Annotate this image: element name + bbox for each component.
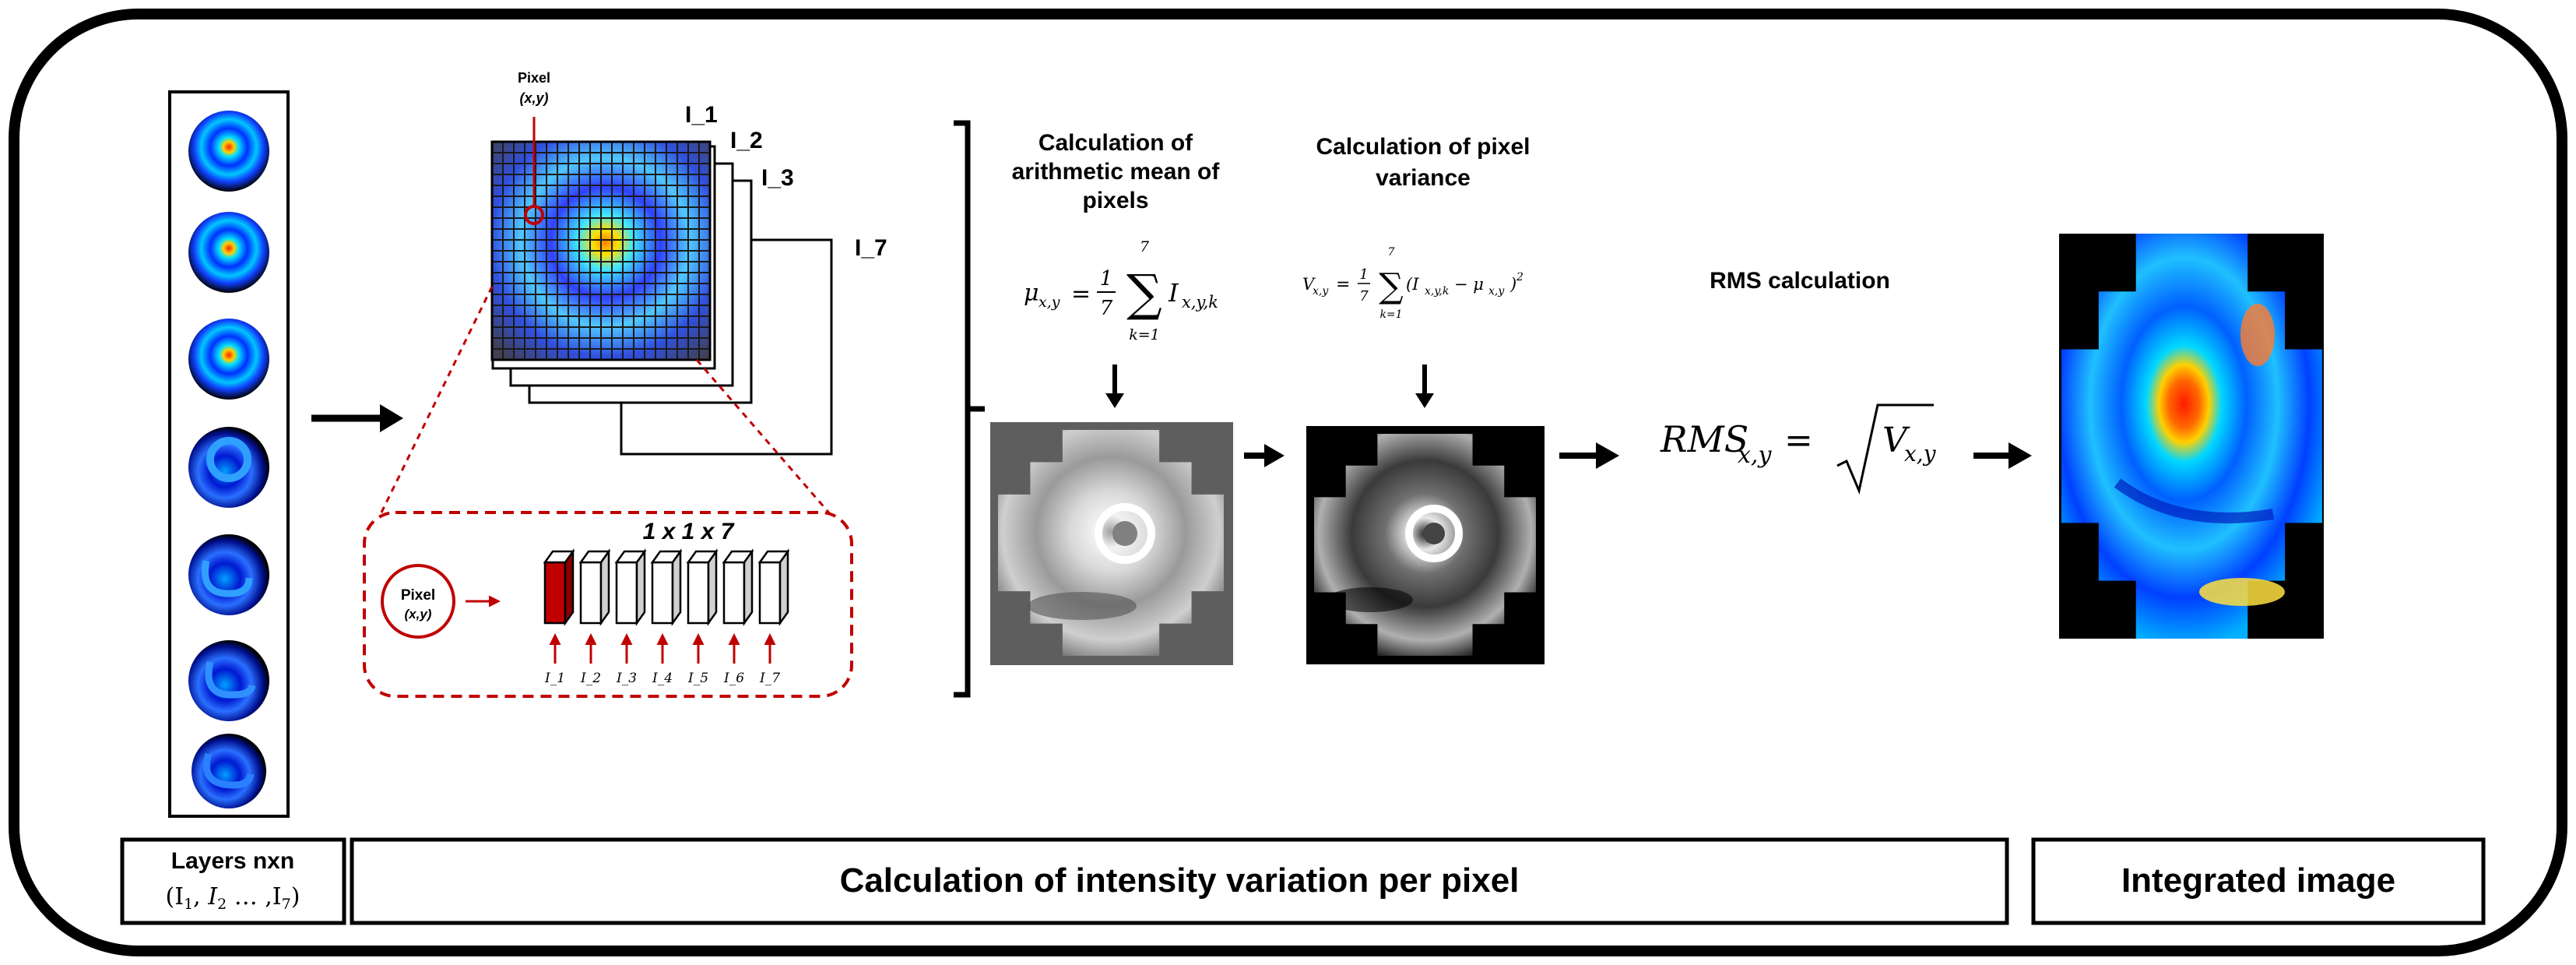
svg-text:x,y: x,y	[1488, 285, 1505, 298]
svg-text:x,y: x,y	[1038, 294, 1060, 311]
vector-cell-label-4: I_4	[652, 671, 673, 686]
svg-text:): )	[1509, 275, 1516, 294]
svg-text:1: 1	[1359, 266, 1368, 283]
footer-output: Integrated image	[2031, 837, 2486, 925]
svg-text:x,y: x,y	[1738, 442, 1772, 469]
arrow-mean-to-variance	[1244, 444, 1284, 467]
pixel-grid-lines	[492, 142, 710, 360]
layer-thumbnail-5	[188, 534, 269, 615]
svg-text:∑: ∑	[1126, 265, 1162, 322]
footer-layers: Layers nxn (I1, I2 … ,I7)	[120, 837, 346, 925]
variance-formula: V x,y = 1 7 7 ∑ k=1 (I x,y,k − μ x,y ) 2	[1302, 246, 1523, 321]
vector-pixel-coord: (x,y)	[405, 607, 432, 622]
vector-cell-label-2: I_2	[580, 671, 601, 686]
arrow-rms-to-integrated	[1973, 442, 2032, 469]
mean-block: Calculation of arithmetic mean of pixels…	[990, 130, 1233, 665]
vector-cell-5: I_5	[686, 548, 719, 686]
integrated-image	[2059, 234, 2324, 639]
vector-cell-label-6: I_6	[723, 671, 744, 686]
rms-block: RMS calculation RMS x,y = V x,y	[1660, 268, 1937, 495]
svg-text:=: =	[1784, 421, 1813, 460]
svg-text:x,y: x,y	[1904, 441, 1937, 467]
pixel-vector-detail: 1 x 1 x 7 Pixel (x,y) I_1 I_2 I_3 I_4 I_5 I_6…	[363, 511, 853, 698]
svg-text:7: 7	[1140, 238, 1150, 255]
svg-text:V: V	[1882, 421, 1910, 460]
stack-pixel-label: Pixel	[518, 70, 550, 86]
svg-text:− μ: − μ	[1454, 275, 1484, 294]
rms-formula: RMS x,y = V x,y	[1660, 403, 1937, 495]
svg-text:RMS: RMS	[1660, 418, 1748, 460]
variance-title-line1: Calculation of pixel	[1316, 134, 1530, 160]
mean-title-line3: pixels	[1082, 188, 1148, 213]
svg-text:V: V	[1302, 275, 1316, 294]
svg-text:I: I	[1168, 278, 1179, 308]
layer-label-3: I_3	[761, 165, 794, 191]
svg-text:=: =	[1336, 275, 1350, 294]
svg-text:(I: (I	[1406, 275, 1419, 294]
layers-sequence: (I1, I2 … ,I7)	[166, 883, 300, 913]
vector-cell-1: I_1	[543, 548, 575, 686]
svg-text:x,y,k: x,y,k	[1425, 285, 1449, 298]
arrow-layers-to-stack	[311, 404, 403, 432]
vector-cell-label-7: I_7	[759, 671, 780, 686]
stack-pixel-coord: (x,y)	[519, 90, 548, 106]
layer-thumbnail-6	[188, 640, 269, 721]
footer-process: Calculation of intensity variation per p…	[350, 837, 2009, 925]
vector-cell-3: I_3	[614, 548, 647, 686]
layer-thumbnails	[185, 107, 272, 808]
vector-cell-label-5: I_5	[687, 671, 708, 686]
svg-text:2: 2	[1516, 271, 1523, 284]
layers-box-label: Layers nxn	[171, 848, 294, 874]
layer-thumbnail-2	[185, 209, 272, 296]
zoom-line-left	[378, 286, 494, 516]
layer-thumbnail-7	[192, 734, 266, 808]
layer-thumbnail-1	[185, 107, 272, 195]
svg-text:7: 7	[1100, 297, 1113, 320]
outer-frame	[9, 9, 2567, 956]
output-label: Integrated image	[2121, 861, 2395, 900]
arrow-variance-to-rms	[1559, 442, 1619, 469]
svg-text:k=1: k=1	[1129, 326, 1160, 343]
svg-text:μ: μ	[1024, 280, 1039, 307]
vector-cell-6: I_6	[722, 548, 754, 686]
svg-text:7: 7	[1388, 246, 1395, 259]
svg-text:x,y: x,y	[1313, 285, 1329, 298]
mean-formula: μ x,y = 1 7 7 ∑ k=1 I x,y,k	[1024, 238, 1218, 343]
svg-text:x,y,k: x,y,k	[1182, 293, 1218, 312]
vector-cell-label-1: I_1	[544, 671, 565, 686]
mean-title-line1: Calculation of	[1038, 130, 1193, 156]
vector-pixel-circle	[381, 564, 455, 639]
mean-image	[990, 422, 1233, 665]
svg-text:=: =	[1071, 280, 1091, 308]
process-label: Calculation of intensity variation per p…	[840, 861, 1520, 900]
rms-title: RMS calculation	[1710, 268, 1890, 294]
svg-text:∑: ∑	[1379, 266, 1403, 306]
svg-text:7: 7	[1359, 288, 1369, 305]
layer-stack: Pixel (x,y) I_1 I_2 I_3 I_7	[490, 70, 887, 456]
mean-title-line2: arithmetic mean of	[1012, 159, 1221, 185]
variance-title-line2: variance	[1376, 165, 1471, 191]
vector-cell-2: I_2	[578, 548, 611, 686]
svg-text:k=1: k=1	[1379, 308, 1402, 321]
layer-label-1: I_1	[685, 102, 718, 128]
vector-pixel-label: Pixel	[401, 587, 435, 604]
svg-text:1: 1	[1100, 267, 1113, 291]
variance-image	[1306, 426, 1545, 664]
layer-thumbnail-4	[188, 427, 269, 508]
layer-thumbnail-3	[185, 315, 272, 403]
variance-block: Calculation of pixel variance V x,y = 1 …	[1302, 134, 1545, 664]
vector-cell-4: I_4	[650, 548, 683, 686]
vector-title: 1 x 1 x 7	[643, 519, 735, 544]
layer-label-7: I_7	[855, 235, 887, 261]
section-bracket	[954, 120, 985, 698]
vector-cell-label-3: I_3	[616, 671, 637, 686]
layer-label-2: I_2	[730, 128, 763, 153]
vector-cell-7: I_7	[757, 548, 790, 686]
vector-cells: I_1 I_2 I_3 I_4 I_5 I_6 I_7	[543, 548, 790, 686]
